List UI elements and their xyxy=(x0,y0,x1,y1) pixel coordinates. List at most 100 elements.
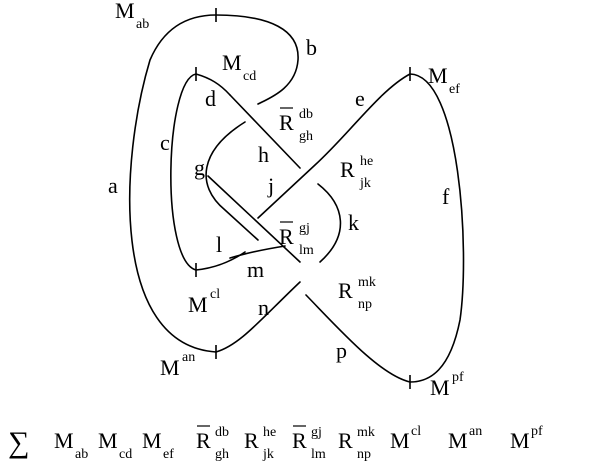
label-M-pf-upper: pf xyxy=(452,370,464,385)
formula-R-he-jk-lower: jk xyxy=(262,447,274,462)
label-M-ef: M ef xyxy=(428,63,460,97)
strand-f xyxy=(409,73,465,383)
strand-j xyxy=(207,175,301,263)
formula-M-cd-lower: cd xyxy=(119,447,132,462)
label-M-ef-lower: ef xyxy=(449,82,460,97)
formula-Rbar-db-gh-upper: db xyxy=(215,425,229,440)
formula-M-an: M an xyxy=(448,424,482,453)
formula-Rbar-db-gh-base: R xyxy=(196,428,211,453)
formula-M-ef-base: M xyxy=(142,428,162,453)
formula-R-mk-np-upper: mk xyxy=(357,425,375,440)
strand-c xyxy=(170,73,197,271)
arc-label-l: l xyxy=(216,232,222,257)
label-R-he-jk: R he jk xyxy=(340,154,373,191)
formula-sigma: ∑ xyxy=(8,426,29,459)
label-M-ab-base: M xyxy=(115,0,135,23)
formula-M-pf-upper: pf xyxy=(531,424,543,439)
strand-p xyxy=(305,294,411,383)
label-M-cl-upper: cl xyxy=(210,287,220,302)
formula-M-ab-lower: ab xyxy=(75,447,88,462)
formula-M-ef: M ef xyxy=(142,428,174,462)
strand-n xyxy=(215,281,301,353)
state-sum-formula: ∑ M ab M cd M ef R db gh R he jk R gj lm xyxy=(8,424,543,462)
label-M-cl: M cl xyxy=(188,287,220,317)
arc-label-e: e xyxy=(355,86,365,111)
label-Rbar-gj-lm-base: R xyxy=(279,224,294,249)
label-M-ab: M ab xyxy=(115,0,149,32)
label-M-an-upper: an xyxy=(182,350,195,365)
strand-b xyxy=(215,14,299,105)
formula-M-ab: M ab xyxy=(54,428,88,462)
formula-M-cd: M cd xyxy=(98,428,132,462)
formula-Rbar-gj-lm-upper: gj xyxy=(311,425,322,440)
label-Rbar-db-gh: R db gh xyxy=(279,107,313,144)
formula-M-ab-base: M xyxy=(54,428,74,453)
vertex-ticks xyxy=(195,8,411,389)
formula-R-mk-np: R mk np xyxy=(338,425,375,462)
strand-l xyxy=(195,251,246,271)
formula-R-he-jk: R he jk xyxy=(244,425,276,462)
arc-label-n: n xyxy=(258,295,269,320)
label-M-pf: M pf xyxy=(430,370,464,400)
label-M-pf-base: M xyxy=(430,375,450,400)
strand-m xyxy=(229,245,286,259)
arc-label-g: g xyxy=(194,155,205,180)
arc-label-h: h xyxy=(258,142,269,167)
label-M-cd-base: M xyxy=(222,50,242,75)
label-R-mk-np-upper: mk xyxy=(358,275,376,290)
label-Rbar-db-gh-base: R xyxy=(279,110,294,135)
label-M-an: M an xyxy=(160,350,195,380)
label-M-an-base: M xyxy=(160,355,180,380)
label-R-he-jk-lower: jk xyxy=(359,176,371,191)
formula-R-he-jk-base: R xyxy=(244,428,259,453)
formula-M-pf-base: M xyxy=(510,428,530,453)
formula-M-pf: M pf xyxy=(510,424,543,453)
label-R-he-jk-base: R xyxy=(340,157,355,182)
arc-label-k: k xyxy=(348,210,359,235)
label-M-ef-base: M xyxy=(428,63,448,88)
strand-d xyxy=(195,73,231,96)
strand-e xyxy=(257,73,411,219)
formula-M-an-upper: an xyxy=(469,424,482,439)
formula-Rbar-gj-lm-lower: lm xyxy=(311,447,326,462)
arc-label-m: m xyxy=(247,257,264,282)
formula-M-ef-lower: ef xyxy=(163,447,174,462)
arc-label-j: j xyxy=(267,173,274,198)
strand-k xyxy=(317,183,342,263)
label-Rbar-gj-lm-upper: gj xyxy=(299,221,310,236)
label-Rbar-db-gh-lower: gh xyxy=(299,129,313,144)
label-M-cd-lower: cd xyxy=(243,69,256,84)
strand-g xyxy=(205,121,259,241)
label-M-cd: M cd xyxy=(222,50,256,84)
formula-M-cd-base: M xyxy=(98,428,118,453)
label-R-he-jk-upper: he xyxy=(360,154,373,169)
arc-labels: a b c d e f g h j k l m n p xyxy=(108,35,450,363)
formula-M-cl: M cl xyxy=(390,424,421,453)
formula-Rbar-db-gh: R db gh xyxy=(196,425,229,462)
arc-label-d: d xyxy=(205,86,216,111)
formula-M-cl-base: M xyxy=(390,428,410,453)
formula-Rbar-gj-lm-base: R xyxy=(292,428,307,453)
formula-R-he-jk-upper: he xyxy=(263,425,276,440)
label-Rbar-gj-lm-lower: lm xyxy=(299,243,314,258)
arc-label-f: f xyxy=(442,184,450,209)
arc-label-b: b xyxy=(306,35,317,60)
arc-label-a: a xyxy=(108,173,118,198)
tensor-labels: M ab M cd M ef R db gh R he jk R xyxy=(115,0,464,400)
arc-label-c: c xyxy=(160,130,170,155)
strand-a xyxy=(128,14,217,353)
arc-label-p: p xyxy=(336,338,347,363)
label-R-mk-np-lower: np xyxy=(358,297,372,312)
label-M-ab-lower: ab xyxy=(136,17,149,32)
formula-M-cl-upper: cl xyxy=(411,424,421,439)
formula-R-mk-np-lower: np xyxy=(357,447,371,462)
label-R-mk-np-base: R xyxy=(338,278,353,303)
label-M-cl-base: M xyxy=(188,292,208,317)
label-Rbar-db-gh-upper: db xyxy=(299,107,313,122)
formula-Rbar-gj-lm: R gj lm xyxy=(292,425,326,462)
label-R-mk-np: R mk np xyxy=(338,275,376,312)
label-Rbar-gj-lm: R gj lm xyxy=(279,221,314,258)
knot-strands xyxy=(128,14,465,383)
formula-Rbar-db-gh-lower: gh xyxy=(215,447,229,462)
